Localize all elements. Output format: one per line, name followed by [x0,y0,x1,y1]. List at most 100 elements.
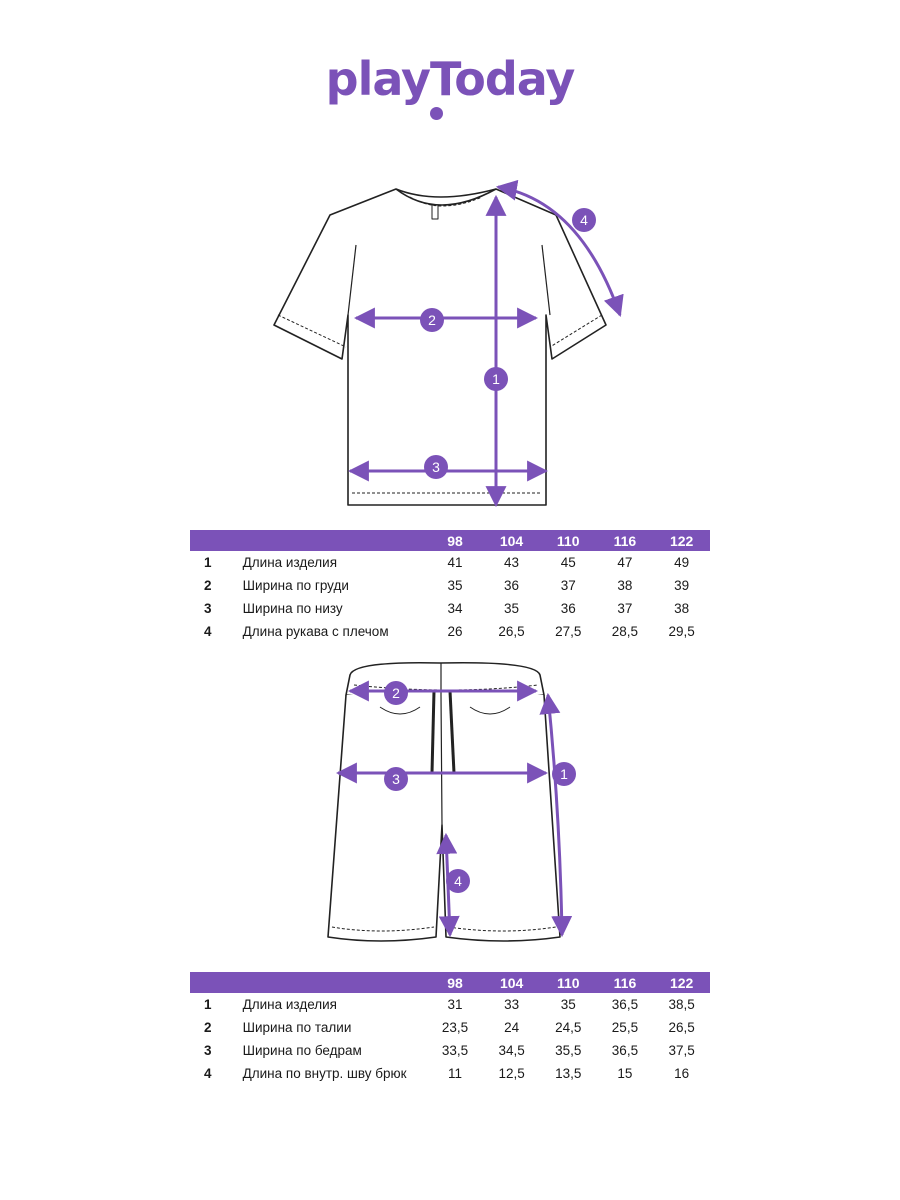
cell-value: 36 [560,601,576,616]
cell-value: 15 [617,1066,633,1081]
cell-value: 33,5 [441,1043,469,1058]
tshirt-size-table: 98 104 110 116 122 1 Длина изделия 41 43… [190,530,710,643]
size-header: 110 [539,972,597,993]
cell-value: 35 [504,601,520,616]
cell-value: 49 [674,555,690,570]
shorts-size-table: 98 104 110 116 122 1 Длина изделия 31 33… [190,972,710,1085]
cell-value: 29,5 [668,624,695,639]
cell-value: 38 [617,578,633,593]
size-header: 104 [483,972,540,993]
row-label: Длина по внутр. шву брюк [242,1066,407,1081]
cell-value: 34 [447,601,463,616]
shorts-drawing: 1 2 3 4 [327,661,576,942]
cell-value: 36 [504,578,520,593]
cell-value: 24,5 [555,1020,582,1035]
cell-value: 16 [674,1066,690,1081]
cell-value: 35,5 [555,1043,582,1058]
table-row: 3 Ширина по низу 34 35 36 37 38 [190,597,710,620]
row-label: Длина изделия [242,997,337,1012]
tshirt-marker-2: 2 [420,308,444,332]
table-row: 1 Длина изделия 31 33 35 36,5 38,5 [190,993,710,1016]
cell-value: 31 [447,997,463,1012]
size-header: 122 [653,972,710,993]
size-header: 110 [539,530,597,551]
table-row: 2 Ширина по талии 23,5 24 24,5 25,5 26,5 [190,1016,710,1039]
shorts-marker-2: 2 [384,681,408,705]
cell-value: 47 [617,555,633,570]
tshirt-marker-4: 4 [572,208,596,232]
svg-text:2: 2 [392,685,400,701]
cell-value: 24 [504,1020,520,1035]
svg-text:4: 4 [454,873,462,889]
row-number: 3 [204,1043,212,1058]
row-number: 4 [204,624,212,639]
size-header: 98 [426,972,484,993]
size-header: 122 [653,530,710,551]
cell-value: 13,5 [555,1066,582,1081]
cell-value: 26,5 [668,1020,695,1035]
table-row: 4 Длина рукава с плечом 26 26,5 27,5 28,… [190,620,710,643]
row-number: 2 [204,1020,212,1035]
tshirt-size-header-row: 98 104 110 116 122 [190,530,710,551]
svg-text:3: 3 [432,459,440,475]
cell-value: 34,5 [498,1043,525,1058]
svg-text:1: 1 [492,371,500,387]
row-label: Ширина по бедрам [242,1043,362,1058]
cell-value: 35 [560,997,576,1012]
shorts-marker-4: 4 [446,869,470,893]
row-label: Ширина по низу [242,601,343,616]
cell-value: 37 [617,601,633,616]
row-label: Длина изделия [242,555,338,570]
tshirt-marker-1: 1 [484,367,508,391]
cell-value: 37 [560,578,576,593]
cell-value: 36,5 [611,997,639,1012]
shorts-size-header-row: 98 104 110 116 122 [190,972,710,993]
row-number: 2 [204,578,212,593]
size-header: 116 [596,530,654,551]
table-row: 4 Длина по внутр. шву брюк 11 12,5 13,5 … [190,1062,710,1085]
svg-text:1: 1 [560,766,568,782]
cell-value: 27,5 [555,624,582,639]
size-header: 104 [483,530,540,551]
shorts-marker-3: 3 [384,767,408,791]
tshirt-drawing: 1 2 3 4 [273,179,624,508]
size-header: 98 [426,530,484,551]
table-row: 1 Длина изделия 41 43 45 47 49 [190,551,710,574]
cell-value: 38,5 [668,997,695,1012]
logo-dot-icon [430,107,443,120]
cell-value: 39 [674,578,690,593]
row-number: 1 [204,997,212,1012]
cell-value: 11 [448,1066,463,1081]
row-number: 3 [204,601,212,616]
svg-text:3: 3 [392,771,400,787]
row-number: 4 [204,1066,212,1081]
header-blank [190,972,427,993]
cell-value: 36,5 [611,1043,639,1058]
brand-logo: playToday [0,52,900,106]
cell-value: 38 [674,601,690,616]
cell-value: 37,5 [668,1043,695,1058]
brand-logo-text: playToday [325,52,576,106]
cell-value: 33 [504,997,520,1012]
cell-value: 43 [504,555,520,570]
cell-value: 35 [447,578,463,593]
cell-value: 25,5 [611,1020,639,1035]
table-row: 2 Ширина по груди 35 36 37 38 39 [190,574,710,597]
header-blank [190,530,427,551]
cell-value: 26 [447,624,463,639]
size-header: 116 [596,972,654,993]
row-number: 1 [204,555,212,570]
shorts-marker-1: 1 [552,762,576,786]
svg-text:4: 4 [580,212,588,228]
cell-value: 26,5 [498,624,525,639]
tshirt-marker-3: 3 [424,455,448,479]
row-label: Ширина по груди [242,578,349,593]
cell-value: 28,5 [611,624,639,639]
table-row: 3 Ширина по бедрам 33,5 34,5 35,5 36,5 3… [190,1039,710,1062]
cell-value: 41 [447,555,463,570]
row-label: Ширина по талии [242,1020,352,1035]
cell-value: 12,5 [498,1066,525,1081]
cell-value: 45 [560,555,576,570]
cell-value: 23,5 [441,1020,469,1035]
row-label: Длина рукава с плечом [242,624,389,639]
